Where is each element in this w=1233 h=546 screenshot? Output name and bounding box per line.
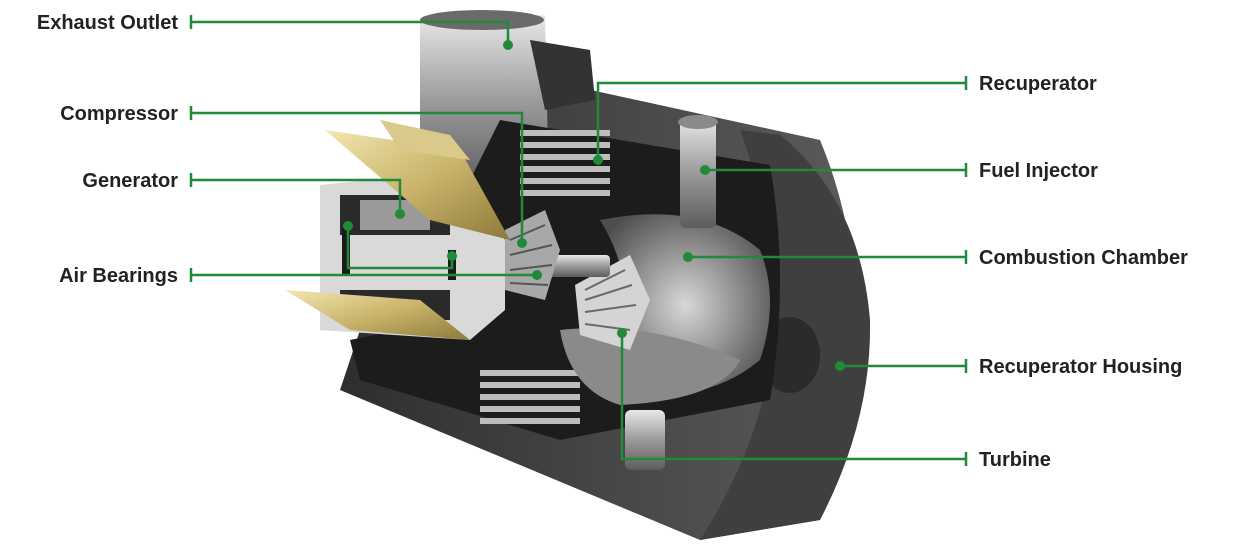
recuperator-dot	[593, 155, 603, 165]
turbine-leader	[620, 333, 966, 461]
turbine-dot	[617, 328, 627, 338]
compressor-leader	[191, 111, 524, 243]
leader-lines	[189, 15, 968, 466]
label-exhaust-outlet: Exhaust Outlet	[36, 12, 178, 34]
label-recuperator-housing: Recuperator Housing	[979, 356, 1183, 378]
air-bearings-leader-branch	[346, 226, 454, 270]
generator-dot	[395, 209, 405, 219]
fuel-injector-part	[625, 115, 718, 470]
label-combustion-chamber: Combustion Chamber	[979, 247, 1188, 269]
generator-leader	[191, 178, 402, 214]
turbine-part	[575, 255, 650, 350]
air-bearings-dot-main	[532, 270, 542, 280]
compressor-part	[505, 210, 560, 300]
recuperator-fins	[480, 130, 610, 424]
combustion-chamber-part	[560, 214, 770, 405]
exhaust-outlet-leader	[191, 20, 510, 45]
label-generator: Generator	[82, 170, 178, 192]
inlet-vanes	[285, 120, 510, 340]
air-bearings-dot-a	[343, 221, 353, 231]
compressor-dot	[517, 238, 527, 248]
recuperator-housing-dot	[835, 361, 845, 371]
air-bearings-dot-b	[447, 251, 457, 261]
label-recuperator: Recuperator	[979, 73, 1097, 95]
leader-dots	[343, 40, 845, 371]
fuel-injector-dot	[700, 165, 710, 175]
exhaust-outlet-dot	[503, 40, 513, 50]
label-compressor: Compressor	[60, 103, 178, 125]
combustion-chamber-dot	[683, 252, 693, 262]
label-air-bearings: Air Bearings	[59, 265, 178, 287]
recuperator-leader	[596, 81, 966, 160]
label-fuel-injector: Fuel Injector	[979, 160, 1098, 182]
label-turbine: Turbine	[979, 449, 1051, 471]
